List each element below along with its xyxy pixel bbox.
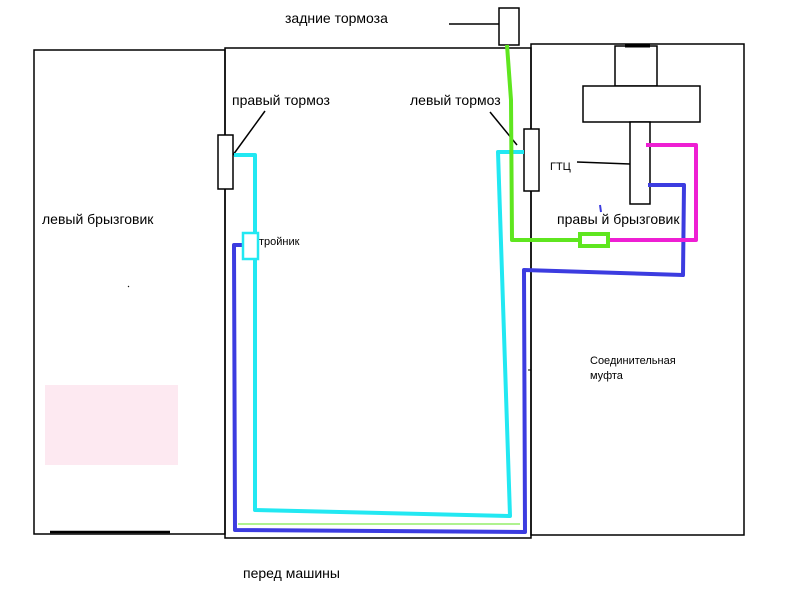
green-brake-line xyxy=(505,44,610,242)
gtc-label: ГТЦ xyxy=(550,161,571,173)
coupling-label-line2: муфта xyxy=(590,370,624,382)
gtc-booster-block xyxy=(582,85,701,123)
left-mudguard-label: левый брызговик xyxy=(42,211,154,227)
right-brake-leader xyxy=(232,110,266,156)
gtc-cylinder xyxy=(629,121,651,205)
rear-brakes-label: задние тормоза xyxy=(285,10,388,26)
tee-label: тройник xyxy=(259,236,300,248)
cyan-brake-line xyxy=(234,150,524,518)
right-mudguard-panel xyxy=(530,43,745,536)
coupling-label-line1: Соединительная xyxy=(590,355,676,367)
gtc-leader xyxy=(576,161,631,165)
magenta-brake-line xyxy=(610,143,698,242)
right-brake-box xyxy=(217,134,234,190)
center-panel xyxy=(224,47,532,539)
blue-brake-line xyxy=(232,183,686,534)
right-brake-label: правый тормоз xyxy=(232,92,330,108)
stray-mark-3 xyxy=(599,204,602,213)
tee-fitting xyxy=(241,231,260,261)
rear-brakes-box xyxy=(498,7,520,46)
pink-smudge xyxy=(45,385,178,465)
stray-mark-1 xyxy=(127,285,130,288)
gtc-top-block xyxy=(614,45,658,87)
left-brake-box xyxy=(523,128,540,192)
right-mudguard-label: правы й брызговик xyxy=(557,211,680,227)
coupling-fitting xyxy=(578,232,610,248)
left-brake-label: левый тормоз xyxy=(410,92,501,108)
car-front-label: перед машины xyxy=(243,565,340,581)
